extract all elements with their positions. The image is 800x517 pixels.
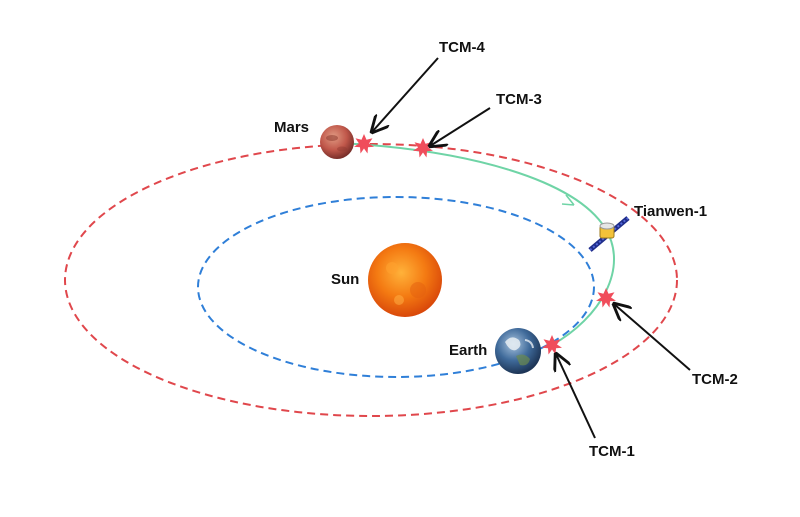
tcm1-burst-icon bbox=[542, 335, 562, 355]
tcm3-arrow bbox=[430, 107, 491, 146]
spacecraft-label: Tianwen-1 bbox=[634, 203, 707, 220]
trajectory-direction-arrow bbox=[561, 194, 575, 206]
tcm3-label: TCM-3 bbox=[496, 91, 542, 108]
tcm2-arrow bbox=[614, 304, 691, 371]
mars-orbit bbox=[64, 143, 678, 417]
sun-icon bbox=[368, 243, 442, 317]
earth-label: Earth bbox=[449, 342, 487, 359]
transfer-trajectory bbox=[339, 142, 615, 346]
earth-orbit bbox=[197, 196, 595, 378]
tcm2-burst-icon bbox=[596, 288, 616, 308]
tcm1-label: TCM-1 bbox=[589, 443, 635, 460]
tcm1-arrow bbox=[556, 354, 596, 439]
earth-planet-icon bbox=[495, 328, 541, 374]
tcm3-burst-icon bbox=[413, 138, 433, 158]
mars-label: Mars bbox=[274, 119, 309, 136]
tcm4-arrow bbox=[372, 57, 439, 132]
tcm4-label: TCM-4 bbox=[439, 39, 485, 56]
tcm4-burst-icon bbox=[354, 134, 374, 154]
spacecraft-icon bbox=[588, 216, 630, 252]
mars-planet-icon bbox=[320, 125, 354, 159]
sun-label: Sun bbox=[331, 271, 359, 288]
tcm2-label: TCM-2 bbox=[692, 371, 738, 388]
